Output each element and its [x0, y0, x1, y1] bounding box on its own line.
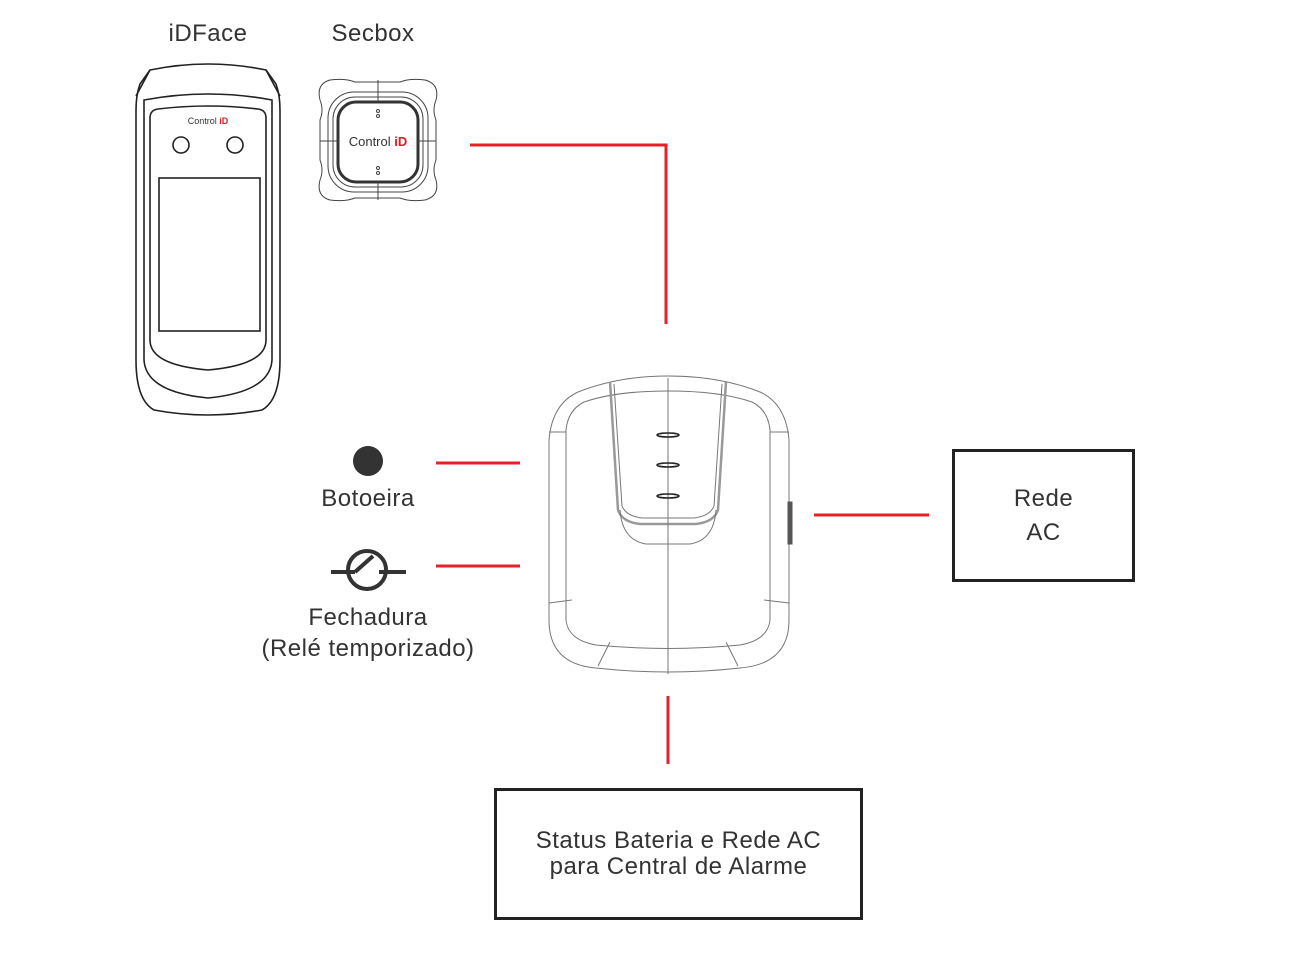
sensor-icon: [226, 136, 244, 154]
secbox-title: Secbox: [331, 20, 415, 47]
idface-title: iDFace: [168, 20, 248, 47]
status-line2: para Central de Alarme: [549, 853, 808, 880]
botoeira-label: Botoeira: [321, 485, 415, 512]
push-button-icon: [353, 446, 383, 476]
fechadura-sublabel: (Relé temporizado): [261, 635, 475, 662]
rede-ac-line2: AC: [1026, 518, 1061, 546]
secbox-connector: [470, 143, 668, 324]
rede-ac-box: Rede AC: [952, 449, 1135, 582]
rede-ac-line1: Rede: [1013, 484, 1074, 512]
led-icon: [656, 462, 680, 468]
idface-brand: Control iD: [188, 116, 229, 126]
fechadura-label: Fechadura: [308, 604, 428, 631]
led-icon: [656, 432, 680, 438]
status-box: Status Bateria e Rede AC para Central de…: [494, 788, 863, 920]
relay-switch-icon: [331, 549, 406, 591]
led-icon: [656, 493, 680, 499]
camera-icon: [172, 136, 190, 154]
status-line1: Status Bateria e Rede AC: [535, 827, 822, 854]
controller-device: [548, 375, 793, 674]
idface-device: [135, 63, 281, 416]
secbox-device: [318, 78, 438, 202]
led-indicators: [656, 432, 680, 499]
secbox-brand: Control iD: [349, 134, 408, 149]
